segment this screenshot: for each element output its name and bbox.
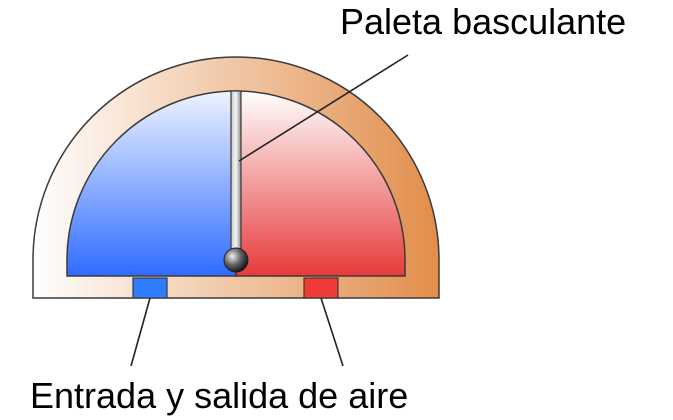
- vane-leader-line: [238, 54, 409, 162]
- inlet-port: [132, 277, 168, 299]
- outlet-leader-line: [320, 297, 344, 367]
- tilting-vane: [230, 90, 242, 264]
- pivot-ball: [223, 247, 249, 273]
- outlet-port: [303, 277, 339, 299]
- left-chamber: [66, 90, 237, 277]
- ports-label: Entrada y salida de aire: [30, 375, 408, 416]
- inlet-leader-line: [130, 297, 151, 367]
- vane-label: Paleta basculante: [340, 1, 626, 42]
